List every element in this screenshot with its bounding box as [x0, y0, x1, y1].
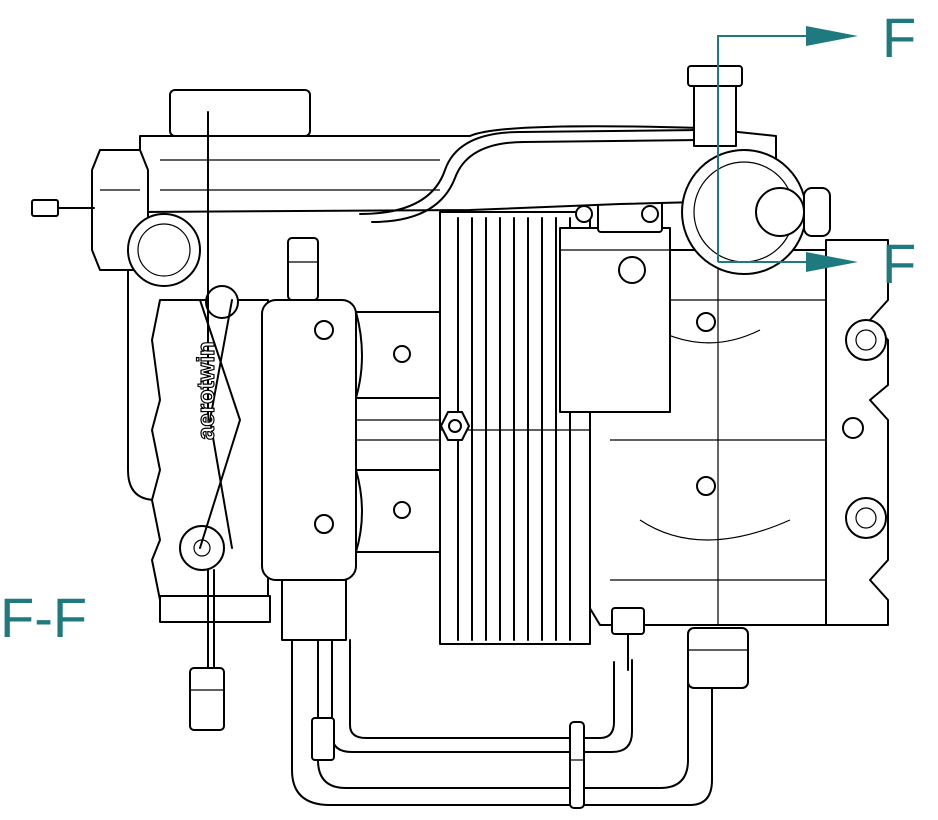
filler-neck	[687, 65, 743, 147]
aerotwin-engraving: aerotwin	[193, 341, 220, 440]
section-marker-top: F	[882, 6, 917, 69]
top-tank	[139, 89, 777, 223]
filter-housing	[681, 149, 831, 275]
left-tube	[127, 269, 157, 501]
section-line	[717, 26, 858, 272]
lower-tube-loop	[291, 639, 713, 809]
center-hex-bolt	[440, 411, 470, 441]
section-view-label: F-F	[0, 586, 88, 649]
lower-center-pipe	[281, 579, 645, 761]
rear-gearbox	[151, 111, 271, 623]
section-marker-bottom: F	[882, 232, 917, 295]
muffler-can	[687, 627, 749, 689]
right-flange	[696, 239, 889, 626]
canister-left	[127, 213, 201, 287]
wire-harness	[189, 569, 225, 731]
front-cover	[261, 237, 357, 581]
section-arrow-bottom	[806, 252, 858, 272]
section-arrow-top	[806, 26, 858, 46]
cylinder-heads	[355, 311, 441, 553]
